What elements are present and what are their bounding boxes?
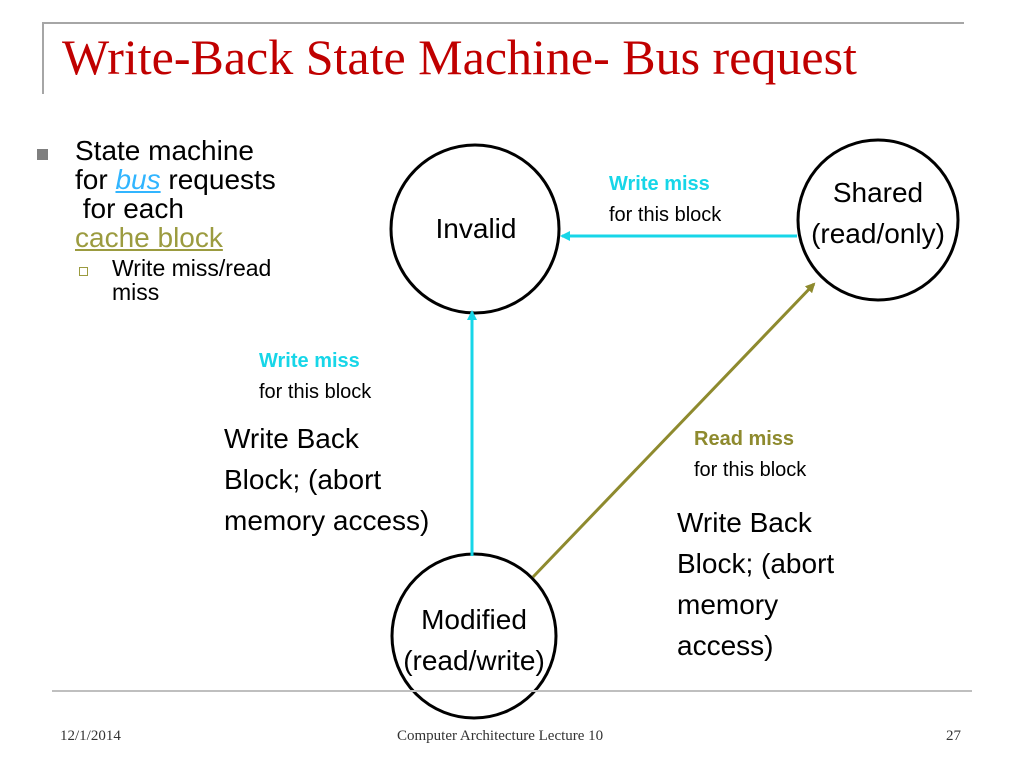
modified-to-shared-label: Read miss for this block [694,424,806,486]
shared-state-circle [796,138,960,302]
bullet-line-1: State machine [75,135,254,166]
cache-block-link[interactable]: cache block [75,222,223,253]
footer-page-number: 27 [946,728,961,744]
bullet-text: State machine for bus requests for each … [75,136,276,252]
bullet-line-2-suffix: requests [160,164,276,195]
modified-to-shared-action: Write Back Block; (abort memory access) [677,502,834,666]
shared-state-line-1: Shared [832,177,924,208]
modified-state-line-1: Modified [421,604,527,635]
modified-state-label: Modified (read/write) [384,599,564,681]
bullet-line-3: for each [75,193,184,224]
modified-to-invalid-action-line-3: memory access) [224,505,430,536]
modified-to-shared-qualifier: for this block [694,459,807,481]
footer-date: 12/1/2014 [60,728,121,744]
sub-bullet-square-icon [79,267,88,276]
sub-bullet-text: Write miss/read miss [112,256,271,304]
title-frame-top [42,22,964,24]
slide-title: Write-Back State Machine- Bus request [62,29,857,85]
shared-to-invalid-label: Write miss for this block [609,169,721,231]
modified-to-shared-event: Read miss [694,428,795,450]
modified-to-invalid-action-line-1: Write Back [224,423,359,454]
bullet-square-icon [37,149,48,160]
shared-to-invalid-event: Write miss [609,173,710,195]
modified-to-invalid-label: Write miss for this block [259,346,371,408]
modified-to-invalid-event: Write miss [259,350,360,372]
modified-to-shared-arrow [531,282,816,579]
shared-state-label: Shared (read/only) [790,172,966,254]
modified-to-invalid-qualifier: for this block [259,381,372,403]
modified-to-invalid-action-line-2: Block; (abort [224,464,382,495]
invalid-state-line-1: Invalid [435,213,517,244]
footer-divider [52,690,972,692]
sub-bullet-line-2: miss [112,279,160,305]
bullet-line-4: cache block [75,223,276,252]
shared-state-line-2: (read/only) [811,218,945,249]
modified-to-shared-action-line-3: memory [677,589,779,620]
modified-to-shared-action-line-1: Write Back [677,507,812,538]
modified-to-shared-action-line-4: access) [677,630,774,661]
sub-bullet-line-1: Write miss/read [112,255,272,281]
footer-course: Computer Architecture Lecture 10 [397,728,604,744]
modified-state-line-2: (read/write) [403,645,545,676]
bullet-line-2: for bus requests [75,165,276,194]
bus-link[interactable]: bus [115,164,161,195]
title-frame-left [42,22,44,94]
modified-state-circle [390,552,558,720]
bullet-line-2-prefix: for [75,164,116,195]
modified-to-shared-action-line-2: Block; (abort [677,548,835,579]
shared-to-invalid-qualifier: for this block [609,204,722,226]
modified-to-invalid-action: Write Back Block; (abort memory access) [224,418,429,541]
invalid-state-label: Invalid [395,212,557,245]
